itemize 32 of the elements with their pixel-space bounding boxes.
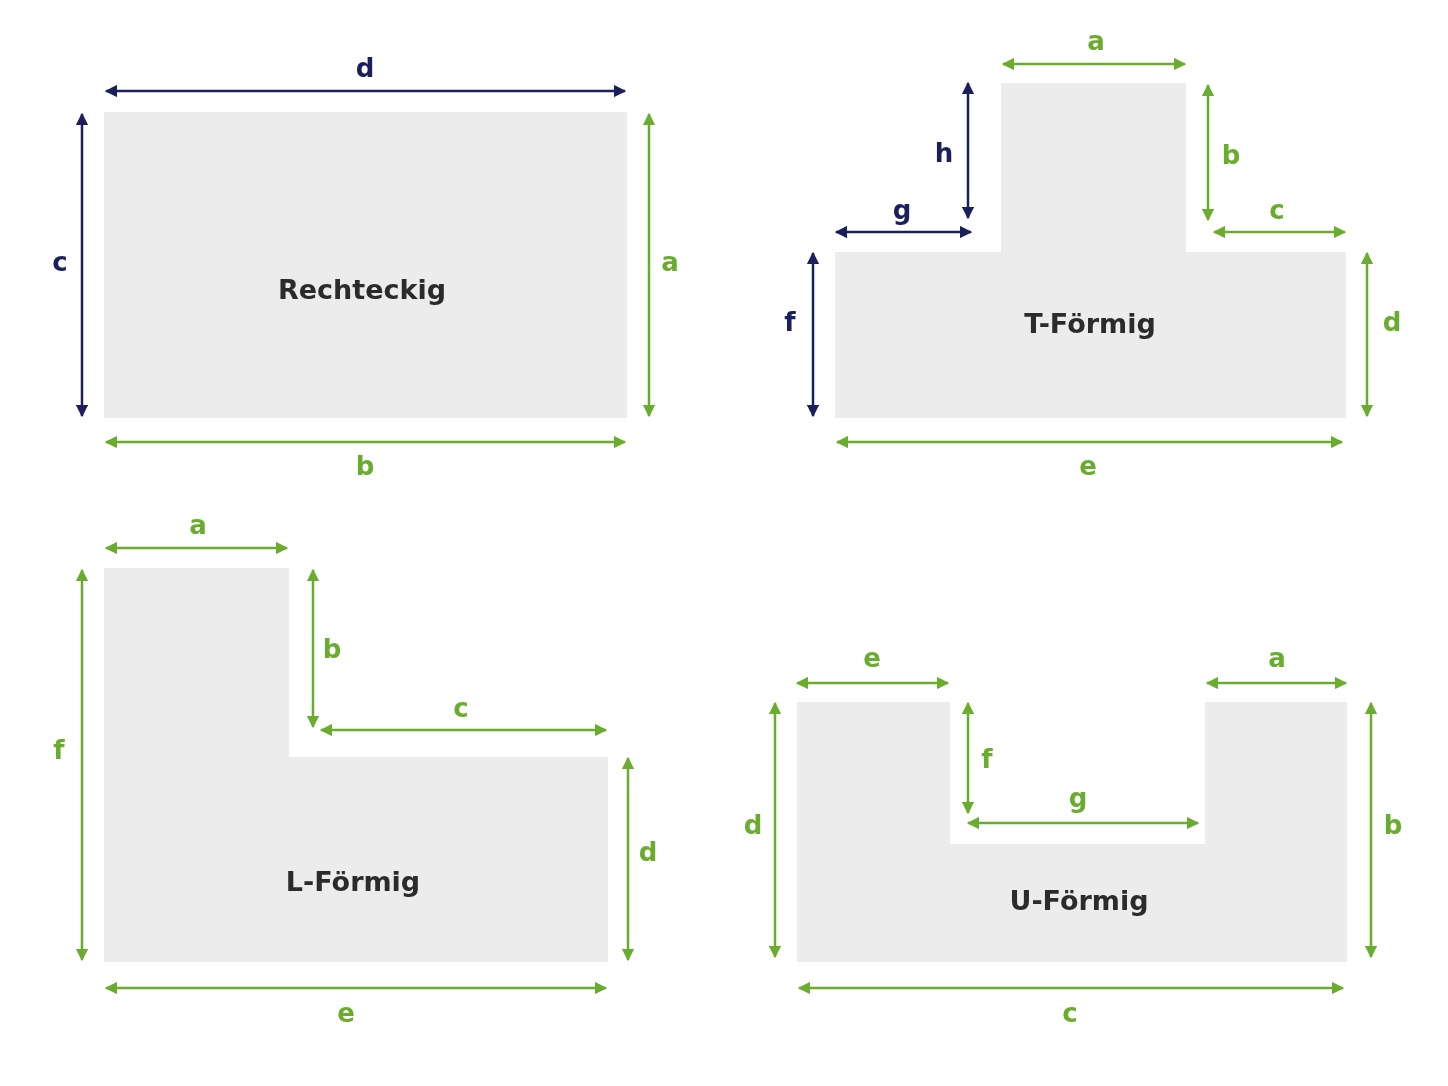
dimension-label: f	[981, 746, 993, 772]
dimension-label: c	[1062, 1000, 1078, 1026]
floor-plan-shape	[835, 83, 1346, 418]
dimension-label: e	[1079, 453, 1097, 479]
dimension-label: b	[355, 453, 375, 479]
dimension-label: d	[355, 55, 375, 81]
floor-plan-shape	[797, 702, 1347, 962]
shape-label: T-Förmig	[1024, 307, 1156, 339]
dimension-label: b	[1383, 812, 1403, 838]
dimension-label: a	[1268, 645, 1286, 671]
dimension-label: a	[189, 512, 207, 538]
dimension-label: b	[322, 636, 342, 662]
dimension-label: b	[1221, 142, 1241, 168]
dimension-label: c	[1269, 197, 1285, 223]
dimension-label: e	[863, 645, 881, 671]
dimension-label: f	[784, 309, 796, 335]
dimension-label: c	[52, 249, 68, 275]
dimension-label: d	[1382, 309, 1402, 335]
dimension-label: d	[743, 812, 763, 838]
shape-label: U-Förmig	[1009, 884, 1149, 916]
floor-plan-shape	[104, 568, 608, 962]
shape-label: Rechteckig	[277, 273, 447, 305]
dimension-label: a	[1087, 28, 1105, 54]
shape-label: L-Förmig	[285, 865, 421, 897]
dimension-label: h	[934, 140, 954, 166]
dimension-label: e	[337, 1000, 355, 1026]
dimension-label: g	[892, 197, 912, 223]
dimension-label: c	[453, 695, 469, 721]
dimension-label: a	[661, 249, 679, 275]
dimension-label: d	[638, 839, 658, 865]
dimension-label: g	[1068, 785, 1088, 811]
dimension-label: f	[53, 737, 65, 763]
